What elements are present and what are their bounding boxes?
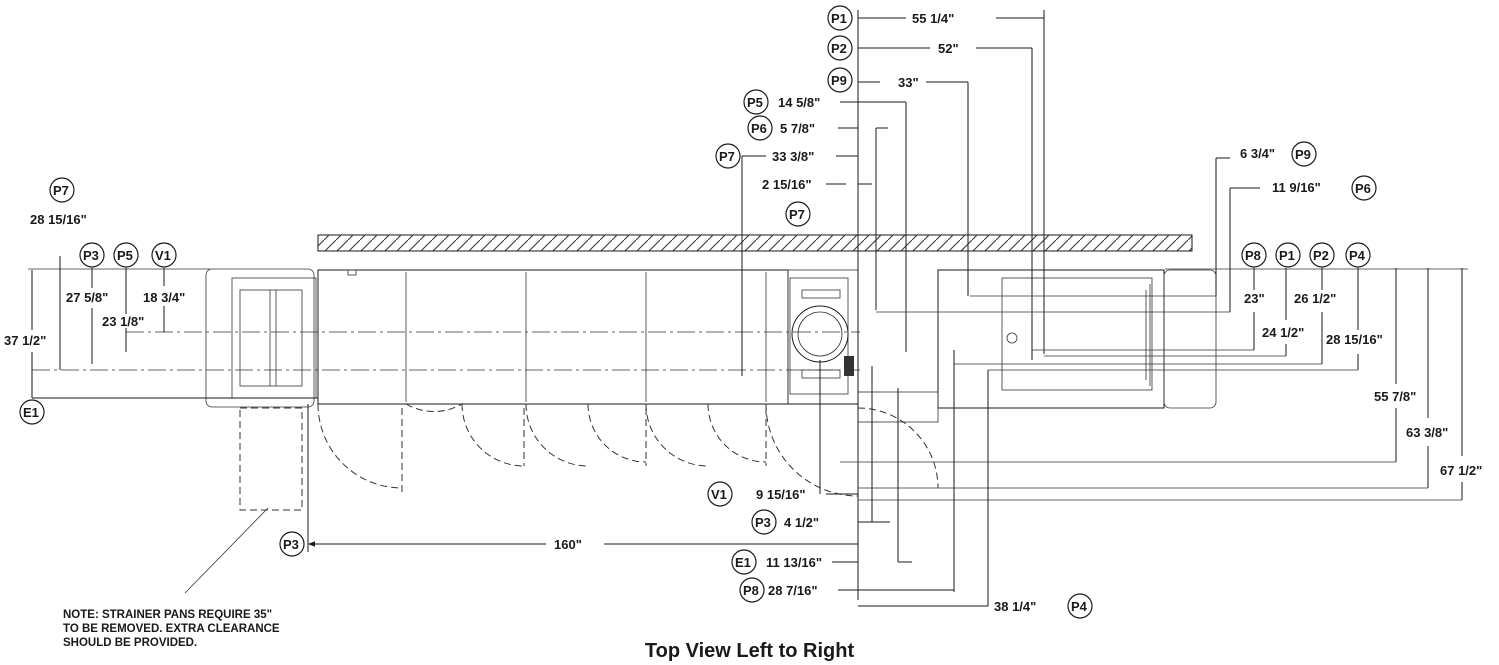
- bubble-p3-left: P3: [79, 242, 105, 268]
- svg-text:P2: P2: [1313, 248, 1329, 263]
- svg-text:P6: P6: [751, 121, 767, 136]
- bubble-p5-top: P5: [743, 89, 769, 115]
- svg-text:P7: P7: [719, 149, 735, 164]
- title-text: Top View Left to Right: [644, 640, 855, 662]
- svg-text:P3: P3: [283, 537, 299, 552]
- dim-bot-v1: 9 15/16": [756, 487, 806, 502]
- note-line-3: SHOULD BE PROVIDED.: [63, 637, 198, 649]
- bubble-p3-length: P3: [279, 531, 305, 557]
- bubble-p6-right: P6: [1351, 175, 1377, 201]
- svg-text:P8: P8: [743, 583, 759, 598]
- dim-far-558: 55 7/8": [1374, 389, 1416, 404]
- dim-top-p9: 33": [898, 75, 919, 90]
- bubble-p1-top: P1: [827, 5, 853, 31]
- right-unit: [857, 269, 1217, 423]
- dim-right-p9: 6 3/4": [1240, 146, 1275, 161]
- bubble-e1-left: E1: [19, 399, 45, 425]
- dim-left-p5: 23 1/8": [102, 314, 144, 329]
- bubble-p8-right: P8: [1241, 242, 1267, 268]
- dim-right-p1: 24 1/2": [1262, 325, 1304, 340]
- dim-right-p2: 26 1/2": [1294, 291, 1336, 306]
- note-line-2: TO BE REMOVED. EXTRA CLEARANCE: [63, 623, 280, 635]
- bubble-p7-top: P7: [715, 143, 741, 169]
- bubble-p1-right: P1: [1275, 242, 1301, 268]
- strainer-note: NOTE: STRAINER PANS REQUIRE 35" TO BE RE…: [63, 608, 333, 650]
- svg-text:P4: P4: [1349, 248, 1366, 263]
- svg-text:P3: P3: [755, 515, 771, 530]
- svg-text:P8: P8: [1245, 248, 1261, 263]
- bubble-e1-bottom: E1: [731, 549, 757, 575]
- svg-text:P6: P6: [1355, 181, 1371, 196]
- svg-text:P4: P4: [1071, 599, 1088, 614]
- fryer-battery: [317, 269, 859, 405]
- bubble-v1-bottom: V1: [707, 481, 733, 507]
- dim-top-p1: 55 1/4": [912, 11, 954, 26]
- bubble-p4-right: P4: [1345, 242, 1371, 268]
- dim-top-p7b: 2 15/16": [762, 177, 812, 192]
- bubble-p2-right: P2: [1309, 242, 1335, 268]
- svg-text:P3: P3: [83, 248, 99, 263]
- svg-text:P7: P7: [53, 183, 69, 198]
- svg-text:P1: P1: [831, 11, 847, 26]
- wall-hatch: [317, 234, 1193, 252]
- note-line-1: NOTE: STRAINER PANS REQUIRE 35": [63, 609, 273, 621]
- svg-text:P9: P9: [1295, 147, 1311, 162]
- door-swings: [317, 403, 939, 497]
- bubble-p8-bottom: P8: [739, 577, 765, 603]
- svg-text:P5: P5: [747, 95, 763, 110]
- svg-text:E1: E1: [23, 405, 39, 420]
- svg-text:E1: E1: [735, 555, 751, 570]
- dim-right-p8: 23": [1244, 291, 1265, 306]
- svg-text:P2: P2: [831, 41, 847, 56]
- dim-length-p3: 160": [554, 537, 582, 552]
- dim-bot-e1: 11 13/16": [766, 555, 822, 570]
- bubble-p9-top: P9: [827, 67, 853, 93]
- svg-text:P7: P7: [789, 207, 805, 222]
- svg-text:V1: V1: [155, 248, 171, 263]
- dim-bot-p4: 38 1/4": [994, 599, 1036, 614]
- dim-far-675: 67 1/2": [1440, 463, 1482, 478]
- dim-top-p6: 5 7/8": [780, 121, 815, 136]
- bubble-p7-mid: P7: [785, 201, 811, 227]
- dim-bot-p8: 28 7/16": [768, 583, 818, 598]
- dim-bot-p3: 4 1/2": [784, 515, 819, 530]
- dim-far-633: 63 3/8": [1406, 425, 1448, 440]
- svg-text:P9: P9: [831, 73, 847, 88]
- dim-right-p6: 11 9/16": [1272, 180, 1321, 195]
- dim-top-p2: 52": [938, 41, 959, 56]
- dim-top-p7: 33 3/8": [772, 149, 814, 164]
- svg-text:P1: P1: [1279, 248, 1295, 263]
- dim-left-p3: 27 5/8": [66, 290, 108, 305]
- bubble-p7-left: P7: [49, 177, 75, 203]
- bubble-p3-bottom: P3: [751, 509, 777, 535]
- dim-left-v1: 18 3/4": [143, 290, 185, 305]
- bubble-v1-left: V1: [151, 242, 177, 268]
- dim-right-p4: 28 15/16": [1326, 332, 1383, 347]
- dim-left-e1: 37 1/2": [4, 333, 46, 348]
- bubble-p4-bottom: P4: [1067, 593, 1093, 619]
- svg-text:P5: P5: [117, 248, 133, 263]
- drawing-title: Top View Left to Right: [0, 640, 1499, 663]
- dim-left-p7: 28 15/16": [30, 212, 87, 227]
- svg-text:V1: V1: [711, 487, 727, 502]
- bubble-p5-left: P5: [113, 242, 139, 268]
- dim-top-p5: 14 5/8": [778, 95, 820, 110]
- bubble-p6-top: P6: [747, 115, 773, 141]
- bubble-p9-right: P9: [1291, 141, 1317, 167]
- bubble-p2-top: P2: [827, 35, 853, 61]
